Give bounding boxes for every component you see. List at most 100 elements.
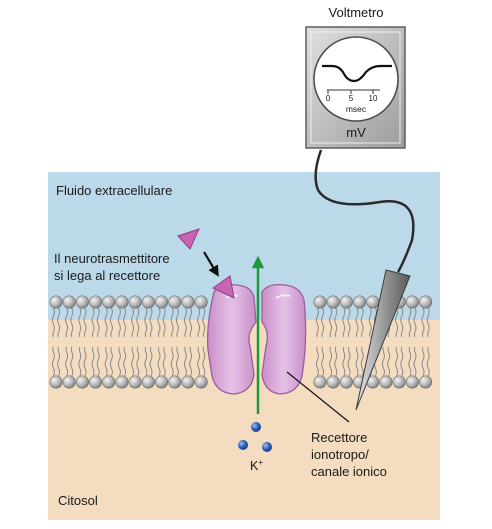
lipid-tail <box>183 307 187 338</box>
lipid-head <box>141 295 155 309</box>
lipid-tail <box>144 307 148 338</box>
lipid-tail <box>175 307 179 338</box>
lipid-tail <box>117 346 121 377</box>
lipid-tail <box>342 346 346 377</box>
lipid-head <box>141 375 155 389</box>
lipid-tail <box>162 307 166 338</box>
lipid-head <box>419 295 433 309</box>
lipid-tail <box>413 307 417 338</box>
lipid-tail <box>395 307 399 338</box>
lipid-tail <box>334 307 338 338</box>
lipid-tail <box>117 307 121 338</box>
lipid-tail <box>91 307 95 338</box>
lipid-tail <box>109 307 113 338</box>
lipid-tail <box>157 307 161 338</box>
lipid-tail <box>183 346 187 377</box>
lipid-head <box>168 295 182 309</box>
lipid-tail <box>408 346 412 377</box>
lipid-tail <box>395 346 399 377</box>
lipid-tail <box>51 346 55 377</box>
lipid-tail <box>355 346 359 377</box>
lipid-tail <box>136 307 140 338</box>
channel-subunit-right <box>261 284 307 395</box>
lipid-tail <box>123 346 127 377</box>
lipid-tail <box>78 346 82 377</box>
lipid-tail <box>83 307 87 338</box>
channel-subunit-left <box>206 284 257 395</box>
neurotransmitter-label-line1: Il neurotrasmettitore <box>54 251 170 266</box>
extracellular-label: Fluido extracellulare <box>56 183 172 198</box>
lipid-tail <box>426 346 430 377</box>
lipid-tail <box>321 307 325 338</box>
lipid-tail <box>162 346 166 377</box>
lipid-head <box>102 295 116 309</box>
lipid-tail <box>65 307 69 338</box>
lipid-tail <box>83 346 87 377</box>
voltmeter-dial <box>313 36 399 122</box>
lipid-tail <box>347 346 351 377</box>
lipid-head <box>326 295 340 309</box>
lipid-tail <box>175 346 179 377</box>
lipid-tail <box>321 346 325 377</box>
lipid-head <box>89 375 103 389</box>
lipid-head <box>194 375 208 389</box>
lipid-tail <box>96 346 100 377</box>
lipid-tail <box>381 346 385 377</box>
lipid-head <box>194 295 208 309</box>
scale-label-5: 5 <box>349 94 354 103</box>
lipid-tail <box>149 307 153 338</box>
lipid-tail <box>421 346 425 377</box>
lipid-tail <box>170 307 174 338</box>
lipid-tail <box>189 346 193 377</box>
lipid-tail <box>360 307 364 338</box>
lipid-tail <box>104 346 108 377</box>
lipid-head <box>62 295 76 309</box>
lipid-tail <box>387 346 391 377</box>
potassium-ions <box>238 422 272 452</box>
lipid-tail <box>197 307 201 338</box>
lipid-tail <box>413 346 417 377</box>
lipid-head <box>419 375 433 389</box>
lipid-head <box>379 375 393 389</box>
lipid-head <box>313 375 327 389</box>
lipid-tail <box>65 346 69 377</box>
lipid-tail <box>96 307 100 338</box>
lipid-head <box>75 375 89 389</box>
lipid-head <box>353 295 367 309</box>
lipid-head <box>405 375 419 389</box>
lipid-head <box>115 375 129 389</box>
lipid-head <box>128 295 142 309</box>
lipid-tail <box>57 346 61 377</box>
lipid-tail <box>149 346 153 377</box>
lipid-head <box>405 295 419 309</box>
receptor-label-line2: ionotropo/ <box>311 447 369 462</box>
lipid-head <box>313 295 327 309</box>
lipid-heads-inner <box>49 375 433 389</box>
binding-arrow <box>203 251 219 277</box>
potassium-ion <box>238 440 248 450</box>
ion-channel-protein <box>206 284 307 395</box>
electrode-wire <box>314 149 415 273</box>
lipid-head <box>62 375 76 389</box>
voltmeter-title: Voltmetro <box>329 5 384 20</box>
meter-unit-label: mV <box>346 125 366 140</box>
channel-highlight-right <box>275 294 291 299</box>
lipid-head <box>155 375 169 389</box>
lipid-tail <box>315 307 319 338</box>
receptor-label-line1: Recettore <box>311 430 367 445</box>
scale-label-0: 0 <box>326 94 331 103</box>
neurotransmitter-label-line2: si lega al recettore <box>54 268 160 283</box>
lipid-tail <box>70 346 74 377</box>
scale-unit-label: msec <box>346 104 367 114</box>
lipid-tail <box>400 307 404 338</box>
lipid-tail <box>334 346 338 377</box>
lipid-head <box>326 375 340 389</box>
ipsp-trace <box>322 64 392 83</box>
lipid-tail <box>170 346 174 377</box>
lipid-tail <box>329 307 333 338</box>
recording-electrode <box>355 269 411 411</box>
potassium-ion <box>262 442 272 452</box>
lipid-head <box>181 295 195 309</box>
lipid-tail <box>202 346 206 377</box>
neurotransmitter-free <box>177 228 200 250</box>
